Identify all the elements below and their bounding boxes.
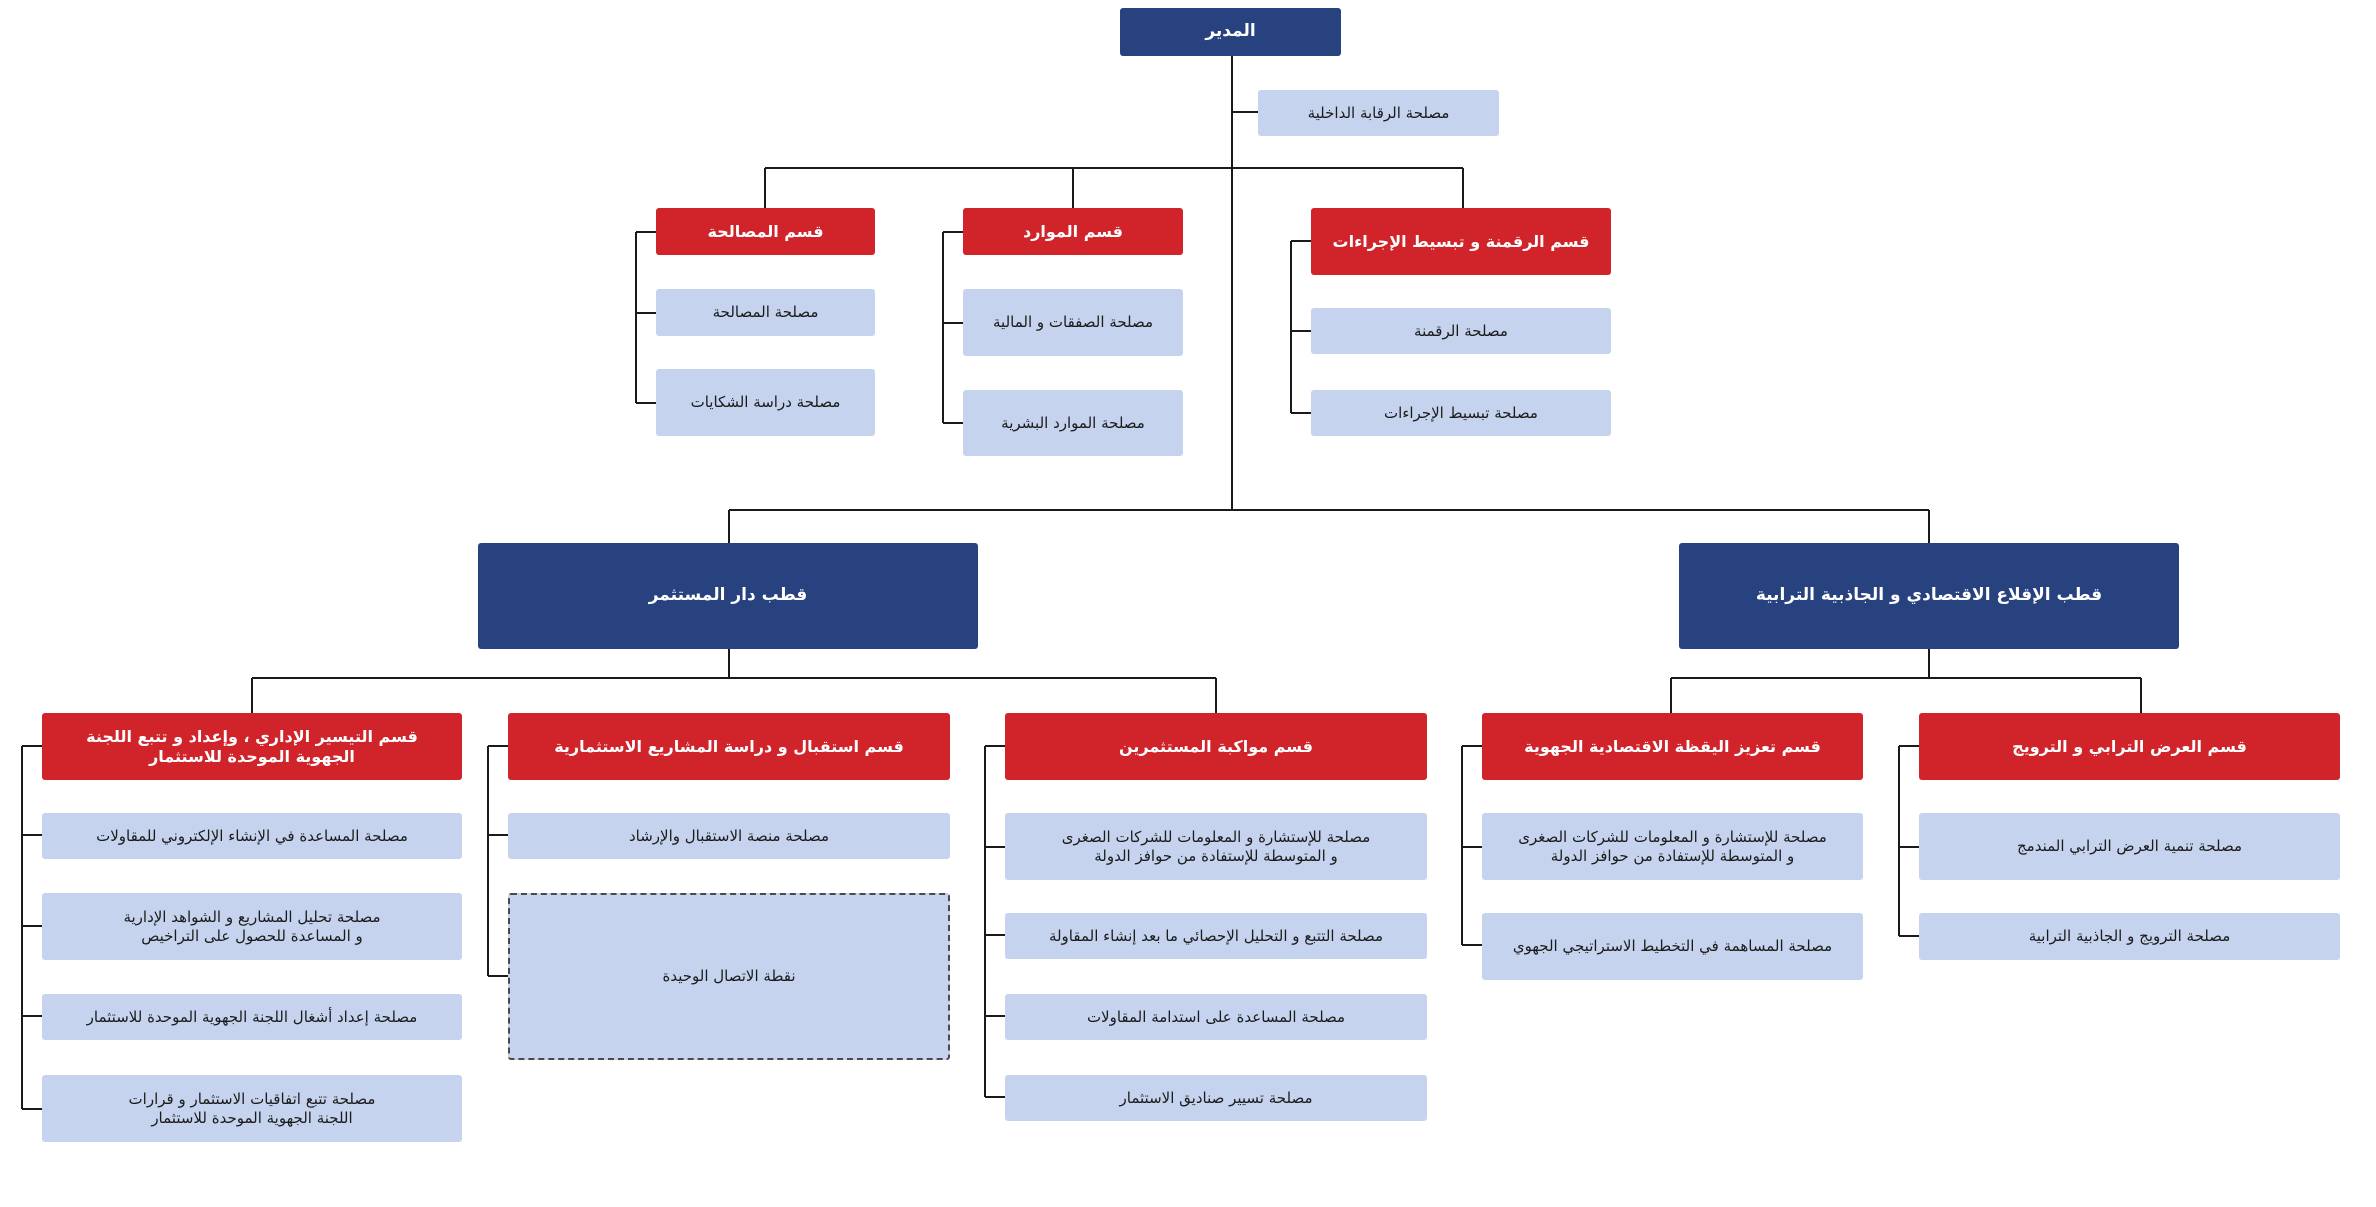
dept-mediation-box: قسم المصالحة (656, 208, 875, 255)
svc-project-analysis-box: مصلحة تحليل المشاريع و الشواهد الإدارية … (42, 893, 462, 960)
svc-simplify-box: مصلحة تبسيط الإجراءات (1311, 390, 1611, 436)
svc-online-help-box: مصلحة المساعدة في الإنشاء الإلكتروني للم… (42, 813, 462, 859)
director-box: المدير (1120, 8, 1341, 56)
dept-digital-box: قسم الرقمنة و تبسيط الإجراءات (1311, 208, 1611, 275)
svc-tracking-stats-box: مصلحة التتبع و التحليل الإحصائي ما بعد إ… (1005, 913, 1427, 959)
svc-digital-box: مصلحة الرقمنة (1311, 308, 1611, 354)
svc-reception-platform-box: مصلحة منصة الاستقبال والإرشاد (508, 813, 950, 859)
svc-funds-box: مصلحة تسيير صناديق الاستثمار (1005, 1075, 1427, 1121)
dept-accompany-box: قسم مواكبة المستثمرين (1005, 713, 1427, 780)
pole-investor-house-box: قطب دار المستثمر (478, 543, 978, 649)
svc-deals-finance-box: مصلحة الصفقات و المالية (963, 289, 1183, 356)
single-contact-box: نقطة الاتصال الوحيدة (508, 893, 950, 1060)
svc-integrated-offer-box: مصلحة تنمية العرض الترابي المندمج (1919, 813, 2340, 880)
dept-vigilance-box: قسم تعزيز اليقظة الاقتصادية الجهوية (1482, 713, 1863, 780)
dept-facilitation-box: قسم التيسير الإداري ، وإعداد و تتبع اللج… (42, 713, 462, 780)
svc-hr-box: مصلحة الموارد البشرية (963, 390, 1183, 456)
svc-consulting-sme-box: مصلحة للإستشارة و المعلومات للشركات الصغ… (1005, 813, 1427, 880)
svc-agreements-box: مصلحة تتبع اتفاقيات الاستثمار و قرارات ا… (42, 1075, 462, 1142)
dept-reception-box: قسم استقبال و دراسة المشاريع الاستثمارية (508, 713, 950, 780)
svc-mediation-box: مصلحة المصالحة (656, 289, 875, 336)
svc-complaints-box: مصلحة دراسة الشكايات (656, 369, 875, 436)
internal-audit-box: مصلحة الرقابة الداخلية (1258, 90, 1499, 136)
svc-consulting-sme2-box: مصلحة للإستشارة و المعلومات للشركات الصغ… (1482, 813, 1863, 880)
pole-economic-box: قطب الإقلاع الاقتصادي و الجاذبية الترابي… (1679, 543, 2179, 649)
dept-promotion-box: قسم العرض الترابي و الترويج (1919, 713, 2340, 780)
svc-sustainability-box: مصلحة المساعدة على استدامة المقاولات (1005, 994, 1427, 1040)
svc-committee-prep-box: مصلحة إعداد أشغال اللجنة الجهوية الموحدة… (42, 994, 462, 1040)
svc-strategic-planning-box: مصلحة المساهمة في التخطيط الاستراتيجي ال… (1482, 913, 1863, 980)
dept-resources-box: قسم الموارد (963, 208, 1183, 255)
svc-promotion-box: مصلحة الترويج و الجاذبية الترابية (1919, 913, 2340, 960)
